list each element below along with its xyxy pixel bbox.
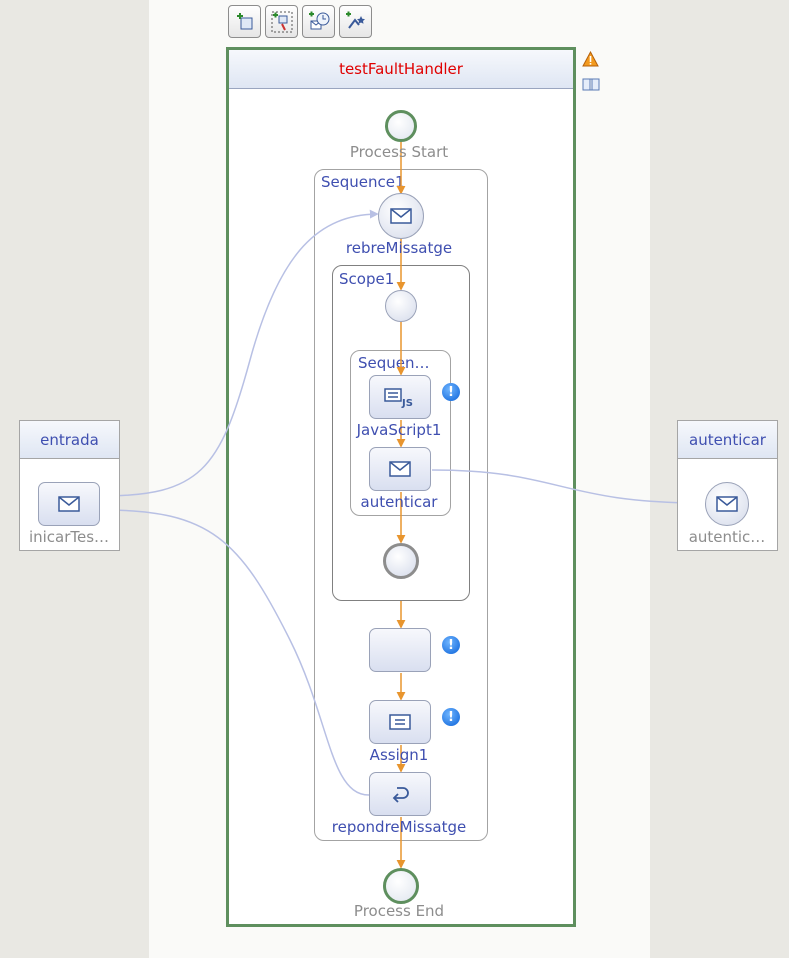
- partner-autenticar[interactable]: autenticar: [677, 420, 778, 551]
- invoke-label: autenticar: [360, 493, 438, 511]
- add-event-handler-button[interactable]: [302, 5, 335, 38]
- partner-autenticar-operation-label: autentic…: [688, 528, 766, 546]
- documentation-icon[interactable]: [582, 77, 600, 92]
- assign-label: Assign1: [369, 746, 429, 764]
- assign-activity[interactable]: [369, 700, 431, 744]
- add-activity-button[interactable]: [228, 5, 261, 38]
- envelope-icon: [716, 496, 738, 512]
- receive-activity[interactable]: [378, 193, 424, 239]
- empty-activity-info-badge[interactable]: !: [442, 636, 460, 654]
- scope1-label: Scope1: [339, 270, 395, 288]
- partner-entrada-operation[interactable]: [38, 482, 100, 526]
- javascript-info-badge[interactable]: !: [442, 383, 460, 401]
- process-start-label: Process Start: [349, 143, 449, 161]
- process-end-label: Process End: [353, 902, 445, 920]
- assign-info-badge[interactable]: !: [442, 708, 460, 726]
- svg-text:JS: JS: [401, 398, 413, 408]
- add-fault-handler-button[interactable]: [265, 5, 298, 38]
- reply-label: repondreMissatge: [331, 818, 467, 836]
- process-header: testFaultHandler: [229, 50, 573, 89]
- javascript-icon: JS: [384, 388, 413, 408]
- receive-label: rebreMissatge: [345, 239, 453, 257]
- add-compensation-button[interactable]: [339, 5, 372, 38]
- scope-start-event[interactable]: [385, 290, 417, 322]
- envelope-icon: [58, 496, 80, 512]
- scope-end-event[interactable]: [383, 543, 419, 579]
- info-icon: !: [448, 709, 454, 725]
- process-end-event[interactable]: [383, 868, 419, 904]
- javascript-activity[interactable]: JS: [369, 375, 431, 419]
- inner-sequence-label: Sequen…: [358, 354, 430, 372]
- partner-autenticar-operation[interactable]: [705, 482, 749, 526]
- add-activity-icon: [236, 12, 252, 29]
- sequence1-label: Sequence1: [321, 173, 405, 191]
- process-toolbar: [226, 3, 380, 41]
- partner-autenticar-title: autenticar: [678, 421, 777, 459]
- info-icon: !: [448, 384, 454, 400]
- add-compensation-icon: [345, 11, 365, 29]
- process-start-event[interactable]: [385, 110, 417, 142]
- partner-entrada-operation-label: inicarTes…: [28, 528, 110, 546]
- add-event-handler-icon: [308, 11, 329, 29]
- envelope-icon: [390, 208, 412, 224]
- info-icon: !: [448, 637, 454, 653]
- add-fault-handler-icon: [271, 11, 292, 32]
- envelope-icon: [389, 461, 411, 477]
- invoke-activity[interactable]: [369, 447, 431, 491]
- empty-activity[interactable]: [369, 628, 431, 672]
- partner-entrada-title: entrada: [20, 421, 119, 459]
- assign-icon: [389, 714, 411, 730]
- warning-icon[interactable]: [582, 51, 599, 67]
- javascript-label: JavaScript1: [356, 421, 442, 439]
- process-title: testFaultHandler: [339, 60, 463, 78]
- reply-arrow-icon: [392, 787, 409, 803]
- reply-activity[interactable]: [369, 772, 431, 816]
